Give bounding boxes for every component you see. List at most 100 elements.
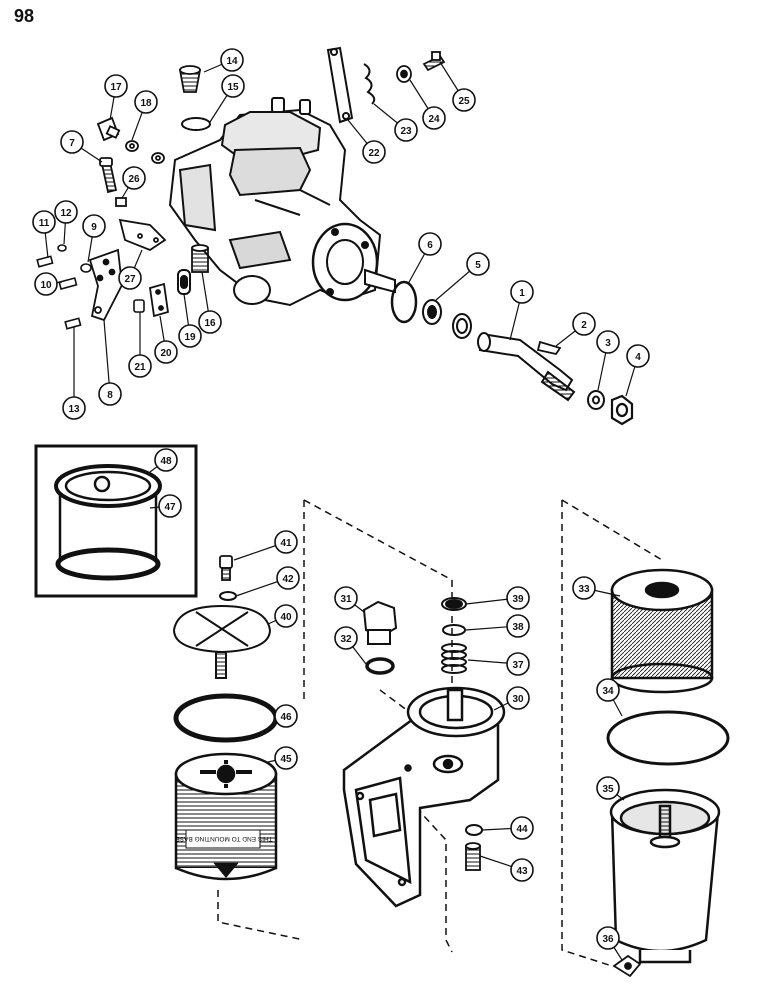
callout-circle-44 [510,816,534,840]
callout-circle-25 [452,88,476,112]
callout-number-16: 16 [204,318,216,329]
callout-number-23: 23 [400,126,412,137]
part-33-filter-element [610,568,714,694]
callout-number-11: 11 [39,218,50,229]
callout-circle-41 [274,530,298,554]
callout-number-10: 10 [40,280,52,291]
callout-circle-38 [506,614,530,638]
callout-number-39: 39 [512,594,524,605]
callout-number-47: 47 [164,502,176,513]
callout-number-22: 22 [368,148,380,159]
part-10-screw [58,277,78,290]
callout-circle-30 [506,686,530,710]
callout-circle-45 [274,746,298,770]
part-44-washer [465,824,483,836]
part-22-lever [326,46,354,124]
callout-circle-15 [221,74,245,98]
injection-pump-body [168,97,396,307]
callout-number-44: 44 [516,824,528,835]
callout-number-27: 27 [124,274,136,285]
part-7-screw [99,157,118,194]
part-1-drive-shaft [477,332,576,402]
callout-circle-16 [198,310,222,334]
part-3-washer [587,390,605,410]
page-number: 98 [14,6,35,26]
callout-number-41: 41 [280,538,292,549]
callout-circle-20 [154,340,178,364]
part-17-banjo-bolt [96,116,121,142]
part-43-bleed-screw [465,842,481,871]
callout-circle-9 [82,214,106,238]
callout-circle-7 [60,130,84,154]
callout-circle-10 [34,272,58,296]
callout-circle-17 [104,74,128,98]
part-19-gasket [177,269,191,295]
callout-number-48: 48 [160,456,172,467]
part-35-filter-bowl [609,788,721,964]
part-41-bolt [219,555,233,581]
callout-circle-40 [274,604,298,628]
part-5-seals [422,299,472,339]
assembly-dashed-lines [217,499,663,967]
callout-circle-23 [394,118,418,142]
part-34-seal [606,710,730,766]
part-23-spring [363,63,376,105]
inset-frame [34,444,198,598]
callout-number-35: 35 [602,784,614,795]
callout-circle-5 [466,252,490,276]
callout-number-26: 26 [128,174,140,185]
callout-circle-1 [510,280,534,304]
part-36-drain-plug [612,954,642,978]
part-39-seal [441,597,467,611]
callout-number-2: 2 [581,320,587,331]
part-8-lever-plate [88,248,123,322]
callout-circle-35 [596,776,620,800]
callout-circle-24 [422,106,446,130]
callout-circle-14 [220,48,244,72]
part-14-fitting [178,65,202,93]
callout-circle-48 [154,448,178,472]
callout-circle-18 [134,90,158,114]
part-15-o-ring [181,117,211,131]
part-37-spring [441,643,467,674]
callout-number-17: 17 [110,82,122,93]
callout-number-46: 46 [280,712,292,723]
callout-circle-47 [158,494,182,518]
callout-number-36: 36 [602,934,614,945]
callout-number-24: 24 [428,114,440,125]
part-40-filter-cover [172,604,272,679]
callout-number-43: 43 [516,866,528,877]
callout-circle-6 [418,232,442,256]
part-31-plug [362,600,398,645]
callout-number-7: 7 [69,138,75,149]
callout-number-6: 6 [427,240,433,251]
callout-circle-36 [596,926,620,950]
callout-circle-26 [122,166,146,190]
callout-circle-37 [506,652,530,676]
callout-circle-39 [506,586,530,610]
part-9-washer [80,263,92,273]
callout-circle-43 [510,858,534,882]
part-13-screw [64,317,82,330]
callout-number-38: 38 [512,622,524,633]
callout-number-40: 40 [280,612,292,623]
callout-number-30: 30 [512,694,524,705]
callout-number-13: 13 [68,404,80,415]
callout-circle-22 [362,140,386,164]
part-11-screw [36,255,54,268]
part-27-bracket [118,218,167,252]
callout-number-25: 25 [458,96,470,107]
callout-circle-11 [32,210,56,234]
callout-number-32: 32 [340,634,352,645]
part-25-screw [422,51,446,72]
callout-circle-27 [118,266,142,290]
part-6-o-ring [390,280,418,324]
callout-number-31: 31 [340,594,352,605]
callout-number-45: 45 [280,754,292,765]
callout-number-33: 33 [578,584,590,595]
callout-number-4: 4 [635,352,641,363]
part-26-nut [115,197,127,207]
callout-circle-34 [596,678,620,702]
callout-number-34: 34 [602,686,614,697]
